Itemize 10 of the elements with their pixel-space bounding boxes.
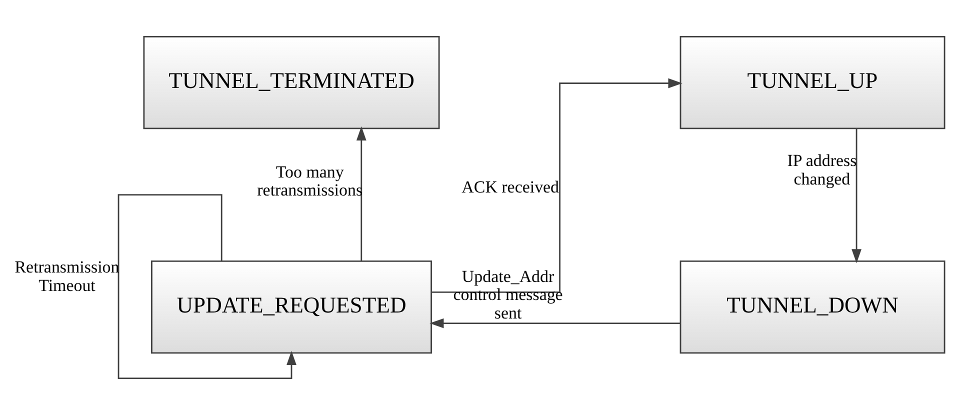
arrow	[431, 78, 682, 292]
node-box: TUNNEL_UP	[679, 35, 945, 129]
edge-label: ACK received	[461, 176, 559, 196]
arrow	[117, 194, 296, 379]
node-box: TUNNEL_TERMINATED	[142, 35, 440, 129]
arrow	[429, 318, 680, 328]
arrow	[356, 126, 366, 261]
node-box: TUNNEL_DOWN	[679, 260, 945, 354]
arrow	[851, 128, 861, 263]
node-box: UPDATE_REQUESTED	[150, 260, 432, 354]
